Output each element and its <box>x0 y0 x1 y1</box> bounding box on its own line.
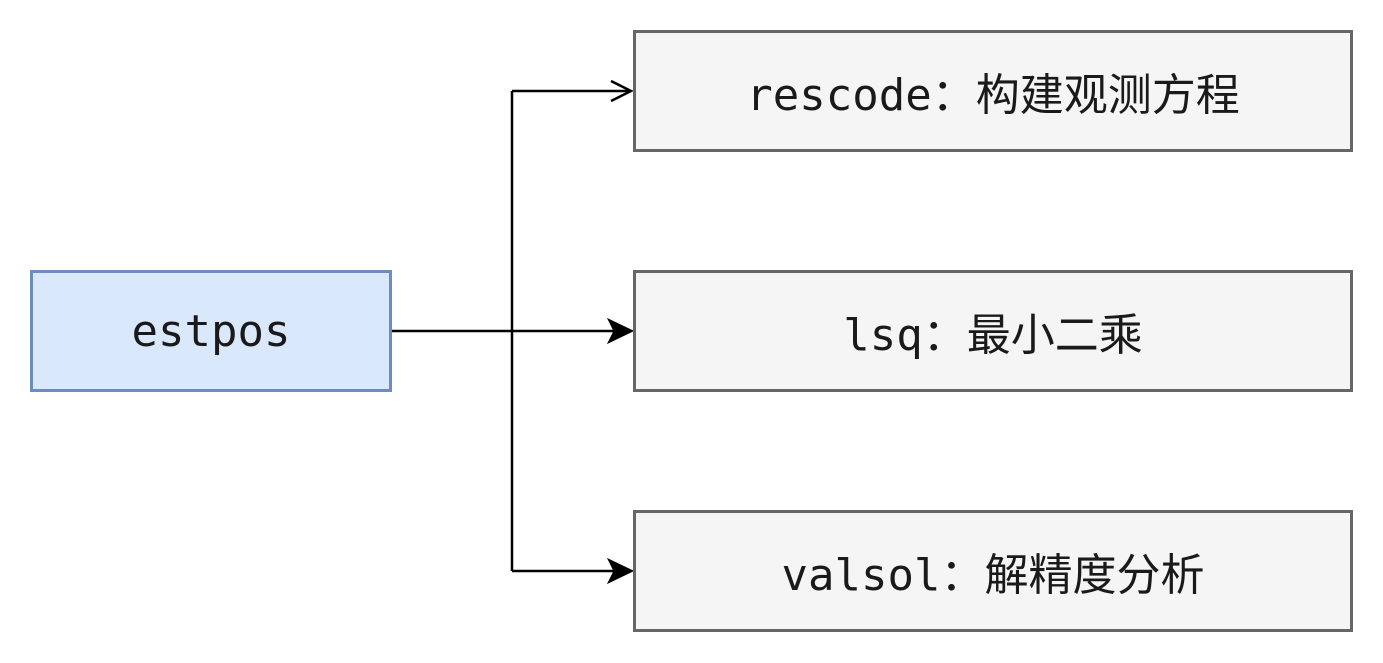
node-valsol-label: valsol：解精度分析 <box>781 550 1205 601</box>
arrowhead-valsol <box>606 557 635 585</box>
node-valsol: valsol：解精度分析 <box>633 510 1353 632</box>
arrowhead-lsq <box>606 317 635 345</box>
node-lsq-label: lsq：最小二乘 <box>843 310 1143 361</box>
node-lsq: lsq：最小二乘 <box>633 270 1353 392</box>
node-estpos: estpos <box>30 270 392 392</box>
node-rescode: rescode：构建观测方程 <box>633 30 1353 152</box>
node-estpos-label: estpos <box>131 305 291 357</box>
arrowhead-rescode <box>610 79 634 103</box>
node-rescode-label: rescode：构建观测方程 <box>746 70 1240 121</box>
